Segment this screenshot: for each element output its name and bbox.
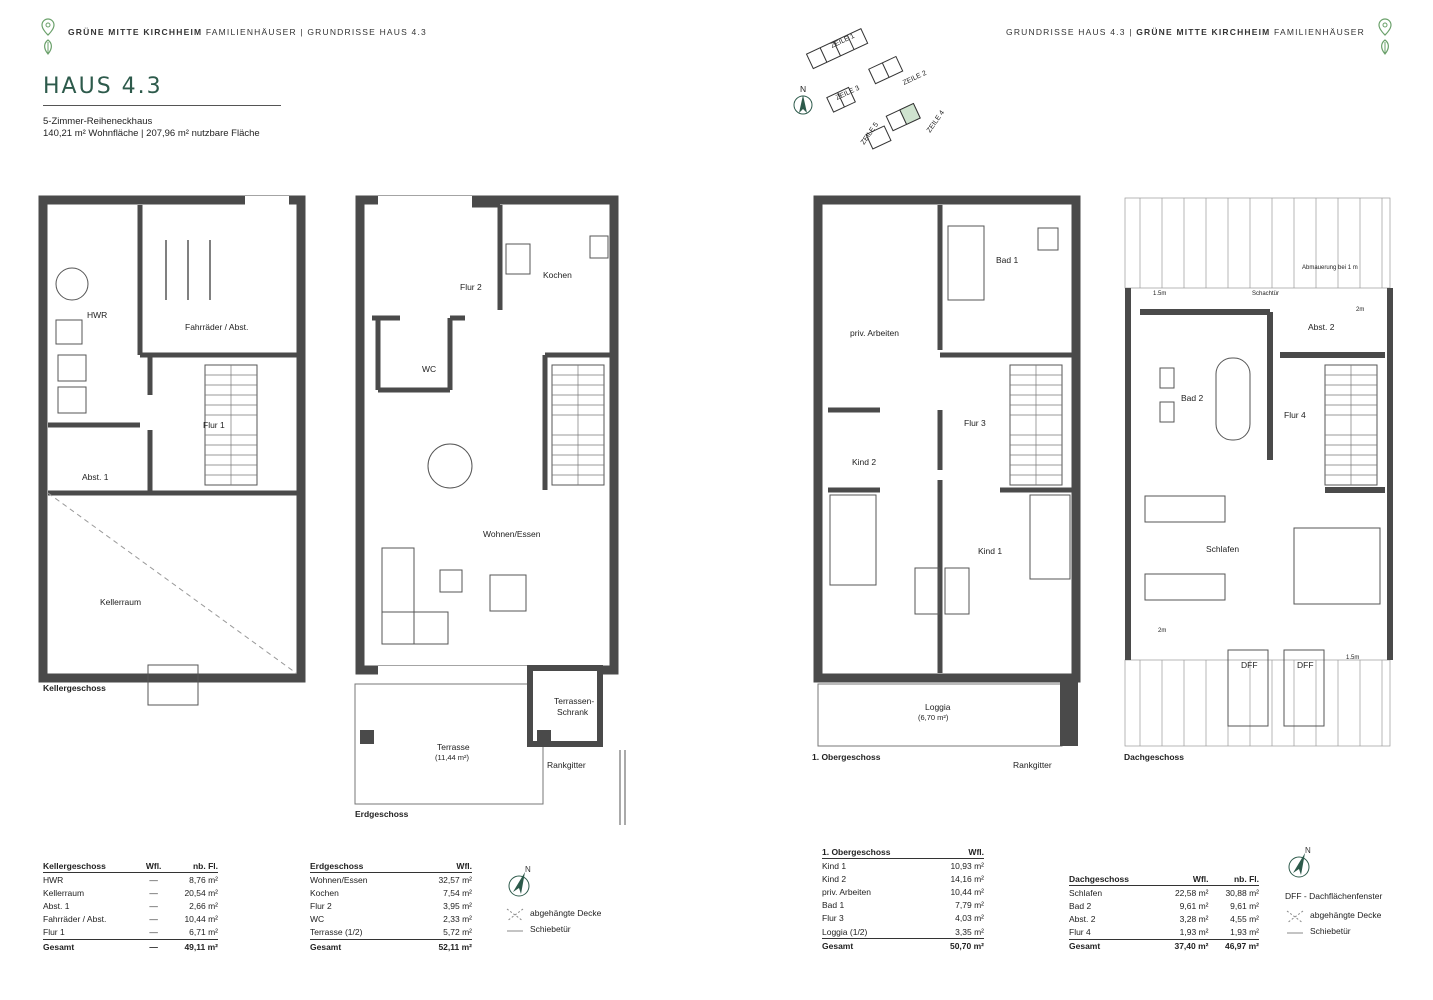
svg-text:WC: WC: [422, 364, 436, 374]
svg-text:2m: 2m: [1356, 307, 1364, 313]
svg-text:Bad 1: Bad 1: [996, 255, 1018, 265]
svg-text:N: N: [525, 865, 531, 874]
svg-text:Erdgeschoss: Erdgeschoss: [355, 809, 409, 819]
svg-text:Terrasse: Terrasse: [437, 742, 470, 752]
svg-text:Bad 2: Bad 2: [1181, 393, 1203, 403]
svg-text:Flur 2: Flur 2: [460, 282, 482, 292]
svg-text:Kind 1: Kind 1: [978, 546, 1002, 556]
svg-text:2m: 2m: [1158, 628, 1166, 634]
site-plan: N ZEILE 1 ZEILE 2 ZEILE 3 ZEILE 4 ZEILE …: [793, 28, 946, 150]
plan-kellergeschoss: HWR Fahrräder / Abst. Flur 1 Abst. 1 Kel…: [38, 195, 306, 706]
svg-text:Flur 3: Flur 3: [964, 418, 986, 428]
location-pin-icon: [1377, 18, 1393, 61]
page-title: HAUS 4.3: [43, 74, 163, 99]
svg-text:Wohnen/Essen: Wohnen/Essen: [483, 529, 541, 539]
plan-obergeschoss: Bad 1 priv. Arbeiten Flur 3 Kind 2 Kind …: [812, 195, 1081, 770]
svg-text:N: N: [800, 84, 806, 94]
svg-text:Rankgitter: Rankgitter: [1013, 760, 1052, 770]
svg-text:Fahrräder / Abst.: Fahrräder / Abst.: [185, 322, 248, 332]
svg-text:DFF: DFF: [1241, 660, 1258, 670]
svg-text:HWR: HWR: [87, 310, 107, 320]
svg-text:N: N: [1305, 846, 1311, 855]
svg-text:ZEILE 2: ZEILE 2: [902, 70, 928, 87]
svg-text:Kind 2: Kind 2: [852, 457, 876, 467]
legend-left: N abgehängte Decke Schiebetür: [505, 862, 615, 939]
svg-text:1. Obergeschoss: 1. Obergeschoss: [812, 752, 881, 762]
header-left: GRÜNE MITTE KIRCHHEIM FAMILIENHÄUSER | G…: [68, 27, 427, 37]
svg-text:Abst. 1: Abst. 1: [82, 472, 109, 482]
hatched-ceiling-icon: [1286, 910, 1304, 924]
svg-text:Terrassen-: Terrassen-: [554, 696, 594, 706]
legend-right: N DFF - Dachflächenfenster abgehängte De…: [1285, 843, 1405, 941]
svg-text:Abst. 2: Abst. 2: [1308, 322, 1335, 332]
svg-text:Kellerraum: Kellerraum: [100, 597, 141, 607]
svg-text:priv. Arbeiten: priv. Arbeiten: [850, 328, 899, 338]
svg-text:Loggia: Loggia: [925, 702, 951, 712]
svg-text:ZEILE 4: ZEILE 4: [926, 109, 946, 134]
sliding-door-icon: [1287, 932, 1303, 934]
north-arrow-icon: N: [793, 84, 813, 115]
svg-text:1.5m: 1.5m: [1346, 655, 1359, 661]
north-arrow-icon: N: [1285, 843, 1405, 891]
sliding-door-icon: [507, 930, 523, 932]
header-right: GRUNDRISSE HAUS 4.3 | GRÜNE MITTE KIRCHH…: [1006, 27, 1365, 37]
plan-erdgeschoss: Flur 2 Kochen WC Wohnen/Essen Terrassen-…: [354, 195, 626, 825]
svg-text:(6,70 m²): (6,70 m²): [918, 713, 949, 722]
svg-text:Dachgeschoss: Dachgeschoss: [1124, 752, 1184, 762]
svg-text:Abmauerung bei 1 m: Abmauerung bei 1 m: [1302, 265, 1358, 271]
svg-text:Flur 4: Flur 4: [1284, 410, 1306, 420]
svg-text:DFF: DFF: [1297, 660, 1314, 670]
svg-text:Flur 1: Flur 1: [203, 420, 225, 430]
location-pin-icon: [40, 18, 56, 61]
hatched-ceiling-icon: [506, 908, 524, 922]
svg-text:Kellergeschoss: Kellergeschoss: [43, 683, 106, 693]
svg-text:Schachtür: Schachtür: [1252, 291, 1279, 297]
svg-text:Schlafen: Schlafen: [1206, 544, 1239, 554]
svg-text:1.5m: 1.5m: [1153, 291, 1166, 297]
house-description: 5-Zimmer-Reiheneckhaus 140,21 m² Wohnflä…: [43, 116, 260, 139]
plan-dachgeschoss: Abmauerung bei 1 m Schachtür 1.5m 2m Abs…: [1124, 197, 1393, 762]
svg-text:Schrank: Schrank: [557, 707, 589, 717]
svg-text:(11,44 m²): (11,44 m²): [435, 753, 470, 762]
title-divider: [43, 105, 281, 106]
svg-text:Rankgitter: Rankgitter: [547, 760, 586, 770]
north-arrow-icon: N: [505, 862, 615, 907]
svg-text:Kochen: Kochen: [543, 270, 572, 280]
